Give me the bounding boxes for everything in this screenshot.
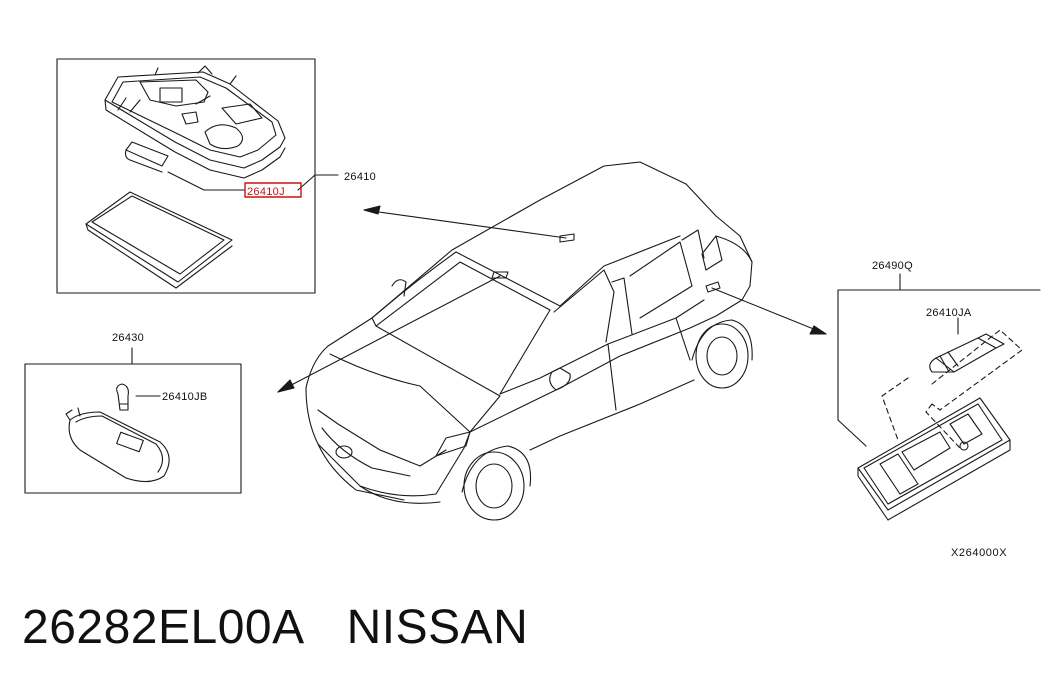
leader-26410 xyxy=(297,174,339,191)
diagram-code: X264000X xyxy=(951,547,1007,559)
luggage-lamp-bulb-drawing xyxy=(929,333,1005,373)
map-lamp-callout-box xyxy=(24,363,242,494)
room-lamp-callout-box xyxy=(56,58,316,294)
label-26410: 26410 xyxy=(344,171,376,183)
arrow-to-luggage-lamp xyxy=(711,287,827,335)
label-26430: 26430 xyxy=(112,332,144,344)
label-26410JA: 26410JA xyxy=(926,307,972,319)
label-26490Q: 26490Q xyxy=(872,260,913,272)
label-26410JB: 26410JB xyxy=(162,391,208,403)
map-lamp-drawing xyxy=(65,407,170,483)
room-lamp-bulb-drawing xyxy=(124,141,169,173)
hatchback-car-drawing xyxy=(305,161,753,521)
luggage-lamp-housing-drawing xyxy=(857,397,1011,521)
map-lamp-bulb-drawing xyxy=(116,383,129,411)
caption-brand: NISSAN xyxy=(346,601,529,654)
label-26410J: 26410J xyxy=(247,186,285,198)
arrow-to-map-lamp xyxy=(277,275,501,393)
caption: 26282EL00A NISSAN xyxy=(22,598,528,658)
arrow-to-room-lamp xyxy=(363,205,567,239)
luggage-lamp-dashed-guide xyxy=(881,329,1023,449)
room-lamp-lens-drawing xyxy=(85,191,233,289)
room-lamp-housing-drawing xyxy=(104,65,286,179)
leader-26410J xyxy=(167,171,245,191)
highlight-box-26410J xyxy=(244,182,302,198)
luggage-lamp-callout-box xyxy=(837,289,1041,447)
caption-part-number: 26282EL00A xyxy=(22,601,305,654)
